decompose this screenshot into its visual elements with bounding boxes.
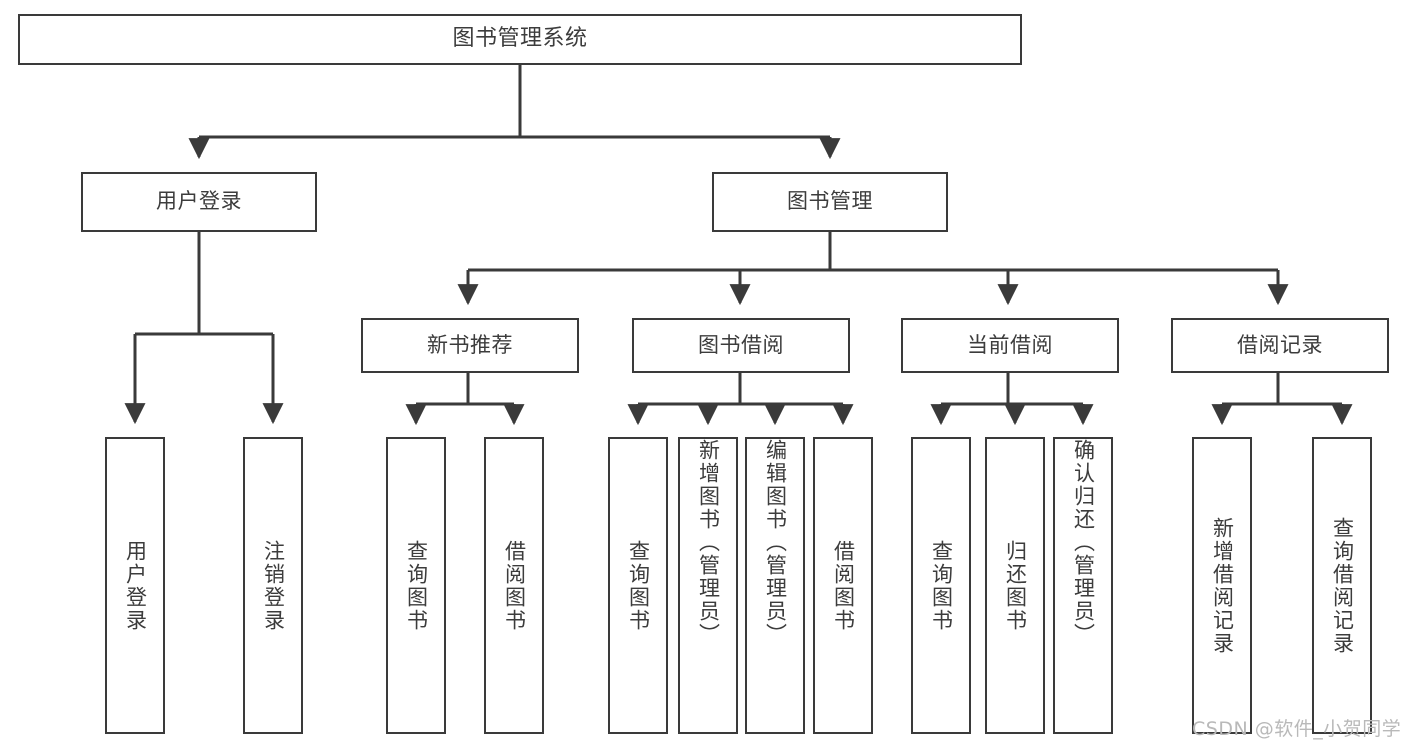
node-leaf-query-book-2-label: 查询图书	[626, 539, 651, 632]
node-leaf-confirm-return[interactable]: 确认归还（管理员）	[1053, 437, 1113, 734]
node-leaf-query-borrow-record[interactable]: 查询借阅记录	[1312, 437, 1372, 734]
node-leaf-confirm-return-label: 确认归还（管理员）	[1071, 439, 1096, 646]
node-leaf-borrow-book-1[interactable]: 借阅图书	[484, 437, 544, 734]
node-new-book-recommend-label: 新书推荐	[427, 332, 513, 357]
node-book-borrow[interactable]: 图书借阅	[632, 318, 850, 373]
node-leaf-logout[interactable]: 注销登录	[243, 437, 303, 734]
node-new-book-recommend[interactable]: 新书推荐	[361, 318, 579, 373]
node-leaf-logout-label: 注销登录	[261, 539, 286, 632]
node-current-borrow[interactable]: 当前借阅	[901, 318, 1119, 373]
node-leaf-add-book-label: 新增图书（管理员）	[696, 439, 721, 646]
node-leaf-borrow-book-1-label: 借阅图书	[502, 539, 527, 632]
node-root[interactable]: 图书管理系统	[18, 14, 1022, 65]
node-leaf-query-book-1-label: 查询图书	[404, 539, 429, 632]
node-leaf-query-borrow-record-label: 查询借阅记录	[1330, 516, 1355, 655]
node-leaf-borrow-book-2[interactable]: 借阅图书	[813, 437, 873, 734]
node-leaf-query-book-3-label: 查询图书	[929, 539, 954, 632]
node-leaf-add-book[interactable]: 新增图书（管理员）	[678, 437, 738, 734]
node-leaf-return-book-label: 归还图书	[1003, 539, 1028, 632]
node-leaf-query-book-1[interactable]: 查询图书	[386, 437, 446, 734]
node-leaf-query-book-3[interactable]: 查询图书	[911, 437, 971, 734]
node-leaf-query-book-2[interactable]: 查询图书	[608, 437, 668, 734]
node-leaf-add-borrow-record-label: 新增借阅记录	[1210, 516, 1235, 655]
node-book-borrow-label: 图书借阅	[698, 332, 784, 357]
node-book-manage-label: 图书管理	[787, 189, 873, 214]
node-leaf-user-login-label: 用户登录	[123, 539, 148, 632]
node-leaf-edit-book-label: 编辑图书（管理员）	[763, 439, 788, 646]
node-leaf-return-book[interactable]: 归还图书	[985, 437, 1045, 734]
csdn-watermark: CSDN @软件_小贺同学	[1192, 718, 1402, 740]
node-borrow-record[interactable]: 借阅记录	[1171, 318, 1389, 373]
node-user-login[interactable]: 用户登录	[81, 172, 317, 232]
node-user-login-label: 用户登录	[156, 189, 242, 214]
node-current-borrow-label: 当前借阅	[967, 332, 1053, 357]
node-leaf-user-login[interactable]: 用户登录	[105, 437, 165, 734]
node-book-manage[interactable]: 图书管理	[712, 172, 948, 232]
node-leaf-add-borrow-record[interactable]: 新增借阅记录	[1192, 437, 1252, 734]
node-root-label: 图书管理系统	[452, 26, 588, 52]
node-leaf-edit-book[interactable]: 编辑图书（管理员）	[745, 437, 805, 734]
node-borrow-record-label: 借阅记录	[1237, 332, 1323, 357]
node-leaf-borrow-book-2-label: 借阅图书	[831, 539, 856, 632]
